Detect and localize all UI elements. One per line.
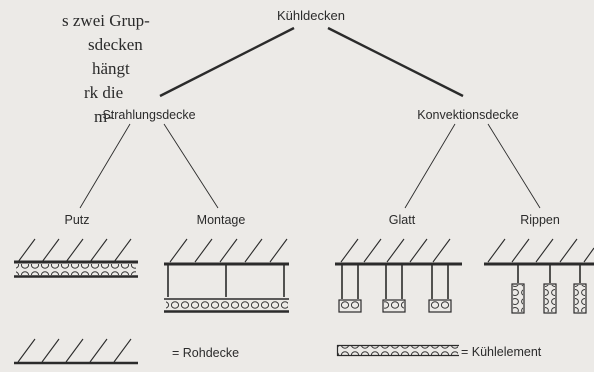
putz-illustration <box>14 238 138 278</box>
legend-kuehlelement-symbol <box>336 344 459 357</box>
rohdecke-hatching <box>487 238 594 263</box>
hangers <box>517 265 581 283</box>
connector-right-rippen <box>487 123 541 209</box>
cooling-elements <box>338 299 452 313</box>
legend-kuehlelement-label: = Kühlelement <box>461 345 542 359</box>
node-root: Kühldecken <box>277 8 345 23</box>
glatt-illustration <box>335 238 462 313</box>
kuehlelement-tubes <box>166 300 288 310</box>
page-text-line: hängt <box>92 59 130 78</box>
page-text-line: m- <box>94 107 113 126</box>
connector-root-right <box>327 26 464 98</box>
connector-left-putz <box>79 123 131 209</box>
tree-connectors <box>79 26 541 209</box>
rippen-illustration <box>484 238 594 314</box>
page-text-line: s zwei Grup- <box>62 11 150 30</box>
node-konvektionsdecke: Konvektionsdecke <box>417 108 519 122</box>
node-strahlungsdecke: Strahlungsdecke <box>102 108 195 122</box>
node-putz: Putz <box>64 213 89 227</box>
node-rippen: Rippen <box>520 213 560 227</box>
rohdecke-hatching <box>17 238 132 263</box>
page-text-line: sdecken <box>88 35 143 54</box>
legend-rohdecke-label: = Rohdecke <box>172 346 239 360</box>
montage-illustration <box>164 238 289 313</box>
legend-rohdecke-symbol <box>14 338 138 365</box>
rohdecke-hatching <box>340 238 451 263</box>
kuehlelement-tubes <box>16 264 136 275</box>
node-montage: Montage <box>197 213 246 227</box>
page-text-fragment: s zwei Grup- sdecken hängt rk die m- <box>62 11 150 126</box>
legend: = Rohdecke = Kühlelement <box>14 338 542 365</box>
rohdecke-hatching <box>169 238 288 263</box>
hangers <box>341 265 449 299</box>
node-glatt: Glatt <box>389 213 416 227</box>
connector-left-montage <box>163 123 219 209</box>
connector-right-glatt <box>404 123 456 209</box>
page-text-line: rk die <box>84 83 123 102</box>
hangers <box>167 265 285 297</box>
connector-root-left <box>159 26 295 98</box>
ribbed-cooling-elements <box>511 283 587 314</box>
